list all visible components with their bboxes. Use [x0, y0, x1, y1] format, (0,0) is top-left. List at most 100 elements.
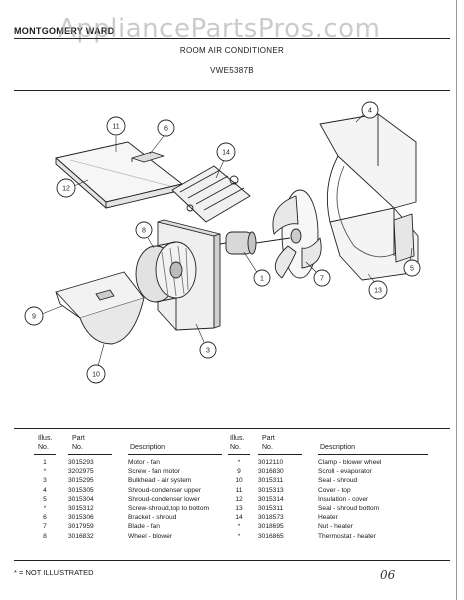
svg-text:8: 8 — [142, 228, 146, 235]
left-item-column: 1 * 3 4 5 * 6 7 8 — [34, 458, 56, 541]
table-cell: * — [237, 459, 241, 466]
callout-9: 10 — [86, 364, 106, 384]
not-illustrated-note: * = NOT ILLUSTRATED — [14, 568, 94, 577]
shroud-bracket-part — [131, 151, 165, 163]
table-cell: 5 — [43, 495, 47, 503]
header-part-no-right: Part No. — [262, 435, 275, 451]
header-illus-no-right: Illus. No. — [230, 435, 245, 451]
table-cell: Shroud-condenser upper — [128, 486, 201, 494]
table-cell: 3015313 — [258, 486, 284, 494]
right-description-column: Clamp - blower wheel Scroll - evaporator… — [318, 458, 381, 541]
table-cell: 3015305 — [68, 486, 94, 494]
page-edge — [456, 0, 457, 600]
right-item-column: * 9 10 11 12 13 14 * * — [228, 458, 250, 541]
table-cell: Scroll - evaporator — [318, 468, 372, 476]
table-cell: Bracket - shroud — [128, 514, 177, 522]
exploded-parts-diagram: 11 6 14 4 12 8 — [24, 101, 421, 384]
table-cell: * — [237, 532, 241, 540]
evaporator-scroll-part — [55, 271, 145, 345]
table-cell: 14 — [235, 514, 243, 522]
model-number: VWE5387B — [210, 66, 254, 75]
callout-11: 11 — [106, 116, 126, 136]
callout-12: 12 — [56, 178, 76, 198]
svg-text:13: 13 — [374, 288, 382, 295]
callout-8: 8 — [135, 221, 153, 239]
table-cell: 3012110 — [258, 459, 284, 466]
svg-text:12: 12 — [62, 186, 70, 193]
brand-name: MONTGOMERY WARD — [14, 26, 115, 36]
table-cell: 3202975 — [68, 468, 94, 476]
svg-text:11: 11 — [112, 124, 119, 131]
callout-5: 5 — [403, 259, 421, 277]
callout-3: 3 — [199, 341, 217, 359]
table-cell: 7 — [43, 523, 47, 531]
table-cell: Bulkhead - air system — [128, 477, 192, 485]
table-cell: Motor - fan — [128, 459, 160, 466]
table-cell: 13 — [235, 505, 243, 513]
table-cell: 3016830 — [258, 468, 284, 476]
table-cell: Cover - top — [318, 486, 351, 494]
left-part-column: 3015293 3202975 3015295 3015305 3015304 … — [68, 458, 94, 541]
header-underline — [68, 454, 112, 455]
header-part-no-left: Part No. — [72, 435, 85, 451]
table-cell: 11 — [235, 486, 243, 494]
table-cell: Clamp - blower wheel — [318, 459, 382, 466]
fan-motor-part — [213, 231, 291, 255]
table-cell: Screw-shroud,top to bottom — [128, 505, 209, 513]
table-top-rule — [14, 428, 450, 429]
header-underline — [318, 454, 428, 455]
left-description-column: Motor - fan Screw - fan motor Bulkhead -… — [128, 458, 209, 541]
table-cell: Nut - heater — [318, 523, 353, 531]
header-description-left: Description — [130, 444, 166, 451]
table-cell: * — [237, 523, 241, 531]
diagram-top-rule — [14, 90, 450, 91]
svg-text:9: 9 — [32, 314, 36, 321]
callout-6: 6 — [157, 119, 175, 137]
table-cell: Wheel - blower — [128, 532, 172, 540]
table-cell: * — [43, 505, 47, 513]
table-cell: 3018695 — [258, 523, 284, 531]
table-cell: Shroud-condenser lower — [128, 495, 200, 503]
table-cell: 3017959 — [68, 523, 94, 531]
table-cell: Insulation - cover — [318, 495, 369, 503]
top-cover-part — [55, 141, 183, 209]
callout-10: 9 — [24, 306, 44, 326]
heater-part — [171, 165, 251, 223]
header-illus-no-left: Illus. No. — [38, 435, 53, 451]
svg-text:4: 4 — [368, 108, 372, 115]
table-cell: 6 — [43, 514, 47, 522]
svg-text:3: 3 — [206, 348, 210, 355]
table-bottom-rule — [14, 560, 450, 561]
table-cell: 3015311 — [258, 505, 284, 513]
table-cell: 3016832 — [68, 532, 94, 540]
callout-13: 13 — [368, 280, 388, 300]
table-cell: 10 — [235, 477, 243, 485]
handwritten-mark: 06 — [380, 568, 396, 582]
table-cell: 8 — [43, 532, 47, 540]
top-rule — [14, 38, 450, 39]
header-description-right: Description — [320, 444, 356, 451]
fan-blade-part — [272, 189, 322, 279]
table-cell: Seal - shroud bottom — [318, 505, 380, 513]
callout-7: 7 — [313, 269, 331, 287]
table-cell: * — [43, 468, 47, 476]
svg-text:6: 6 — [164, 126, 168, 133]
table-cell: 9 — [237, 468, 241, 476]
table-cell: 3 — [43, 477, 47, 485]
table-cell: 3015311 — [258, 477, 284, 485]
header-underline — [258, 454, 302, 455]
table-cell: 3015295 — [68, 477, 94, 485]
table-cell: 12 — [235, 495, 243, 503]
table-cell: Blade - fan — [128, 523, 160, 531]
table-cell: 4 — [43, 486, 47, 494]
table-cell: 3015306 — [68, 514, 94, 522]
table-cell: Thermostat - heater — [318, 532, 376, 540]
callout-4: 4 — [361, 101, 379, 119]
page-title: ROOM AIR CONDITIONER — [179, 46, 285, 55]
callout-14: 14 — [216, 142, 236, 162]
watermark: AppliancePartsPros.com — [58, 14, 381, 44]
header-underline — [128, 454, 222, 455]
header-underline — [34, 454, 56, 455]
svg-text:7: 7 — [320, 276, 324, 283]
svg-text:1: 1 — [260, 276, 264, 283]
